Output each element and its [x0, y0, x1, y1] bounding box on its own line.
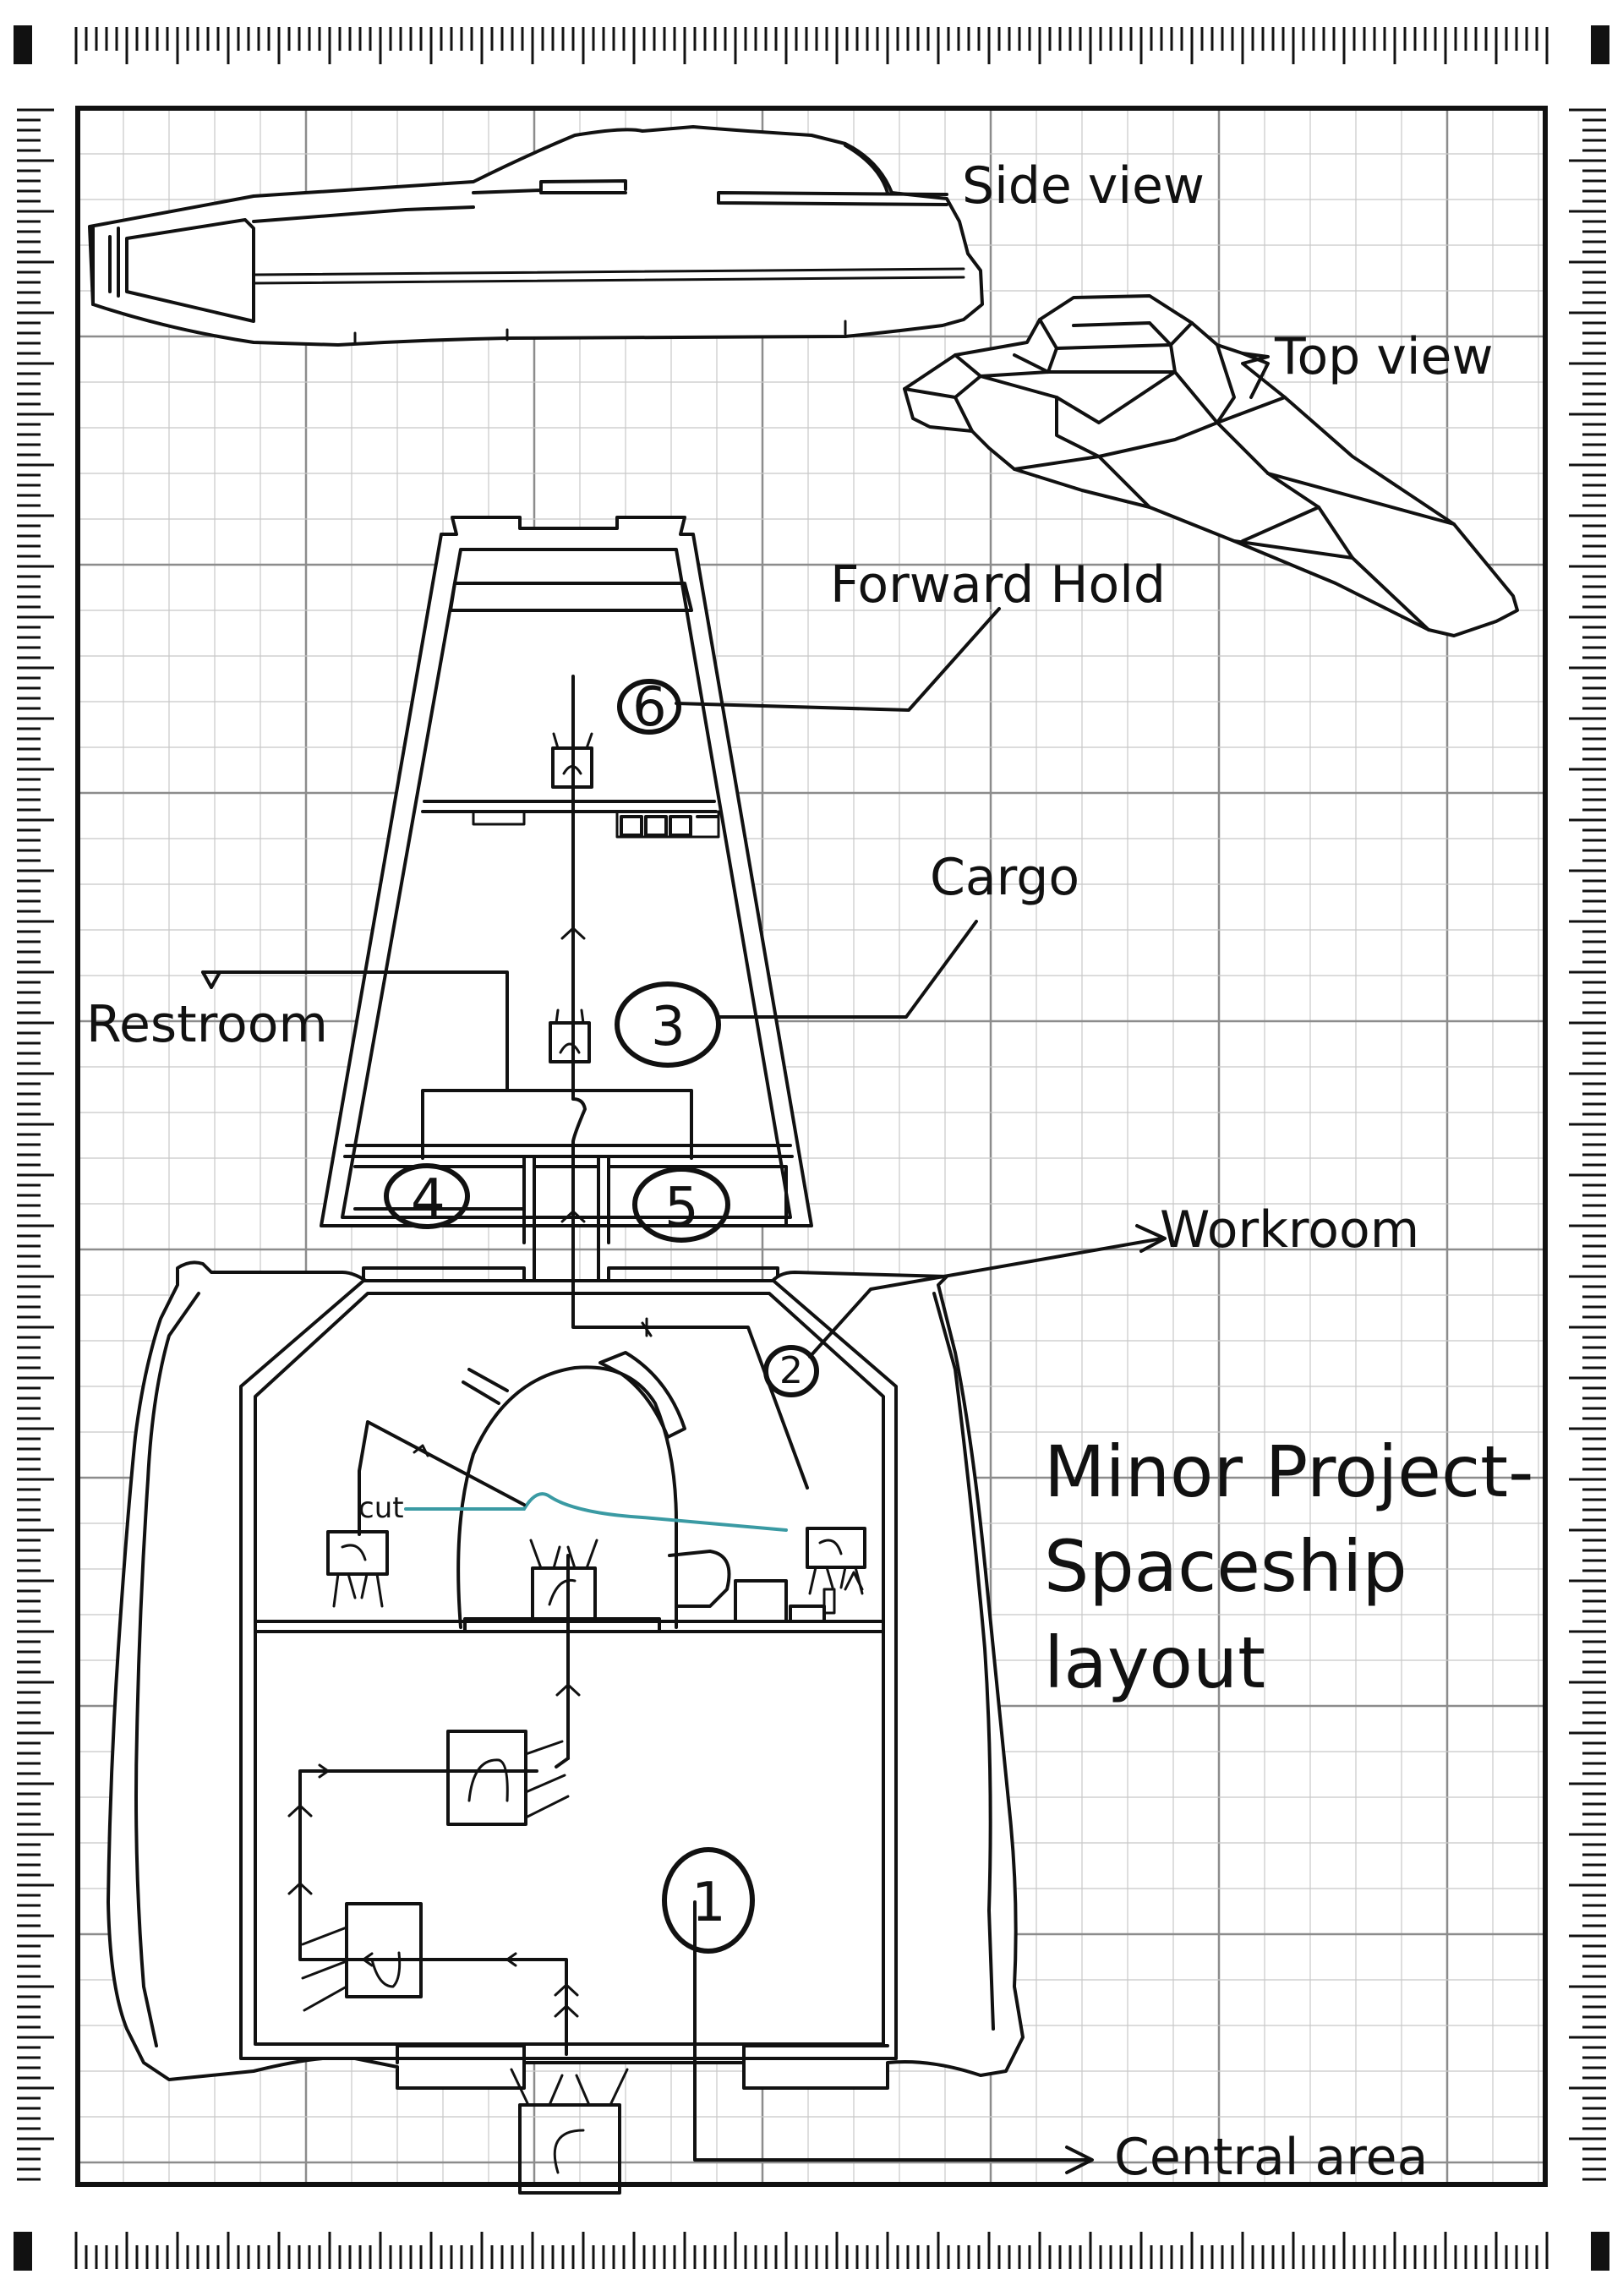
- forward-hold-leader: [675, 607, 1001, 712]
- workroom-leader: [808, 1237, 1164, 1358]
- corner-mark-top-left: [14, 25, 32, 64]
- leader-lines: [675, 607, 1167, 2174]
- room-3-number: 3: [651, 996, 686, 1058]
- corner-mark-top-right: [1591, 25, 1609, 64]
- central-area-arrowhead: [1065, 2146, 1094, 2174]
- workroom-arrowhead: [1135, 1224, 1167, 1253]
- room-2-circle: [763, 1345, 819, 1397]
- workroom-label: Workroom: [1160, 1200, 1419, 1260]
- circulation-path: [201, 675, 1092, 2162]
- forward-section-hull: [320, 516, 813, 1227]
- floor-plan: [107, 516, 1025, 2090]
- ruler-bottom: [74, 2232, 1549, 2269]
- cut-line: [404, 1492, 788, 1532]
- room-6-number: 6: [632, 676, 667, 739]
- room-1-circle: [662, 1847, 755, 1954]
- room-5-circle: [632, 1167, 730, 1243]
- corner-mark-bottom-left: [14, 2232, 32, 2271]
- cargo-label: Cargo: [930, 848, 1079, 907]
- corner-mark-bottom-right: [1591, 2232, 1609, 2271]
- room-6-circle: [617, 679, 681, 735]
- ruler-right: [1569, 108, 1606, 2181]
- cargo-leader: [719, 920, 978, 1019]
- central-area-label: Central area: [1114, 2128, 1428, 2187]
- forward-hold-label: Forward Hold: [830, 555, 1166, 615]
- ruler-top: [74, 27, 1549, 64]
- room-1-number: 1: [691, 1872, 726, 1934]
- side-view-label: Side view: [962, 156, 1205, 216]
- room-markers: 6 3 4 5 2 1: [384, 676, 819, 1954]
- top-view-label: Top view: [1274, 327, 1494, 386]
- room-4-number: 4: [411, 1168, 445, 1231]
- room-4-circle: [384, 1163, 470, 1229]
- title-line-2: Spaceship: [1044, 1525, 1407, 1608]
- title-line-3: layout: [1044, 1621, 1265, 1704]
- ruler-left: [17, 108, 54, 2181]
- title-line-1: Minor Project-: [1044, 1430, 1533, 1513]
- grid-frame: [75, 106, 1548, 2187]
- door-symbols: [301, 732, 866, 2195]
- room-5-number: 5: [664, 1177, 699, 1239]
- restroom-label: Restroom: [86, 995, 328, 1054]
- room-2-number: 2: [779, 1349, 803, 1392]
- top-view-drawing: [903, 294, 1519, 637]
- cut-label: cut: [358, 1491, 404, 1525]
- side-view-drawing: [88, 125, 984, 347]
- room-3-circle: [615, 981, 721, 1068]
